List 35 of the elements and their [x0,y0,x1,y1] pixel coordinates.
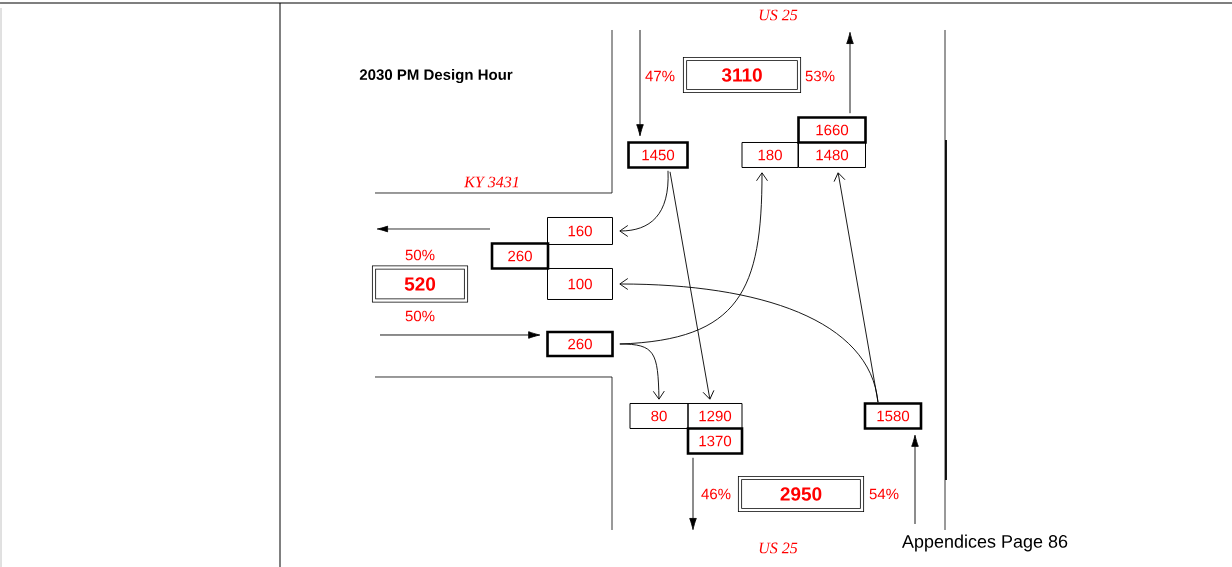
page-number: Appendices Page 86 [901,534,1068,552]
volume-box: 160 [547,217,613,245]
arrow [636,29,644,137]
arrow [833,172,879,403]
road-name: US 25 [759,9,798,21]
road-name: US 25 [759,542,798,554]
percentage-label: 50% [405,310,435,322]
volume-box: 80 [629,403,689,429]
arrow [689,457,697,531]
arrow [669,171,715,400]
percentage-label: 53% [805,70,835,82]
volume-box: 3110 [682,56,802,94]
percentage-label: 46% [701,488,731,500]
percentage-label: 50% [405,249,435,261]
road-name: KY 3431 [464,176,519,188]
percentage-label: 54% [869,488,899,500]
volume-box: 1480 [798,142,866,168]
arrow [379,331,541,339]
volume-box: 1370 [686,427,744,455]
percentage-label: 47% [645,70,675,82]
volume-box: 1450 [627,141,689,169]
volume-box: 260 [546,330,614,358]
volume-box: 260 [490,242,550,270]
volume-box: 1580 [863,402,923,430]
volume-box: 1290 [687,403,743,429]
volume-box: 100 [547,268,613,300]
arrow [619,170,669,237]
volume-box: 180 [741,142,799,168]
title: 2030 PM Design Hour [359,68,513,84]
arrow [911,434,919,525]
arrow [619,343,665,400]
volume-box: 2950 [737,475,865,513]
volume-box: 520 [371,265,469,303]
volume-box: 1660 [797,116,867,144]
arrow [846,31,854,114]
